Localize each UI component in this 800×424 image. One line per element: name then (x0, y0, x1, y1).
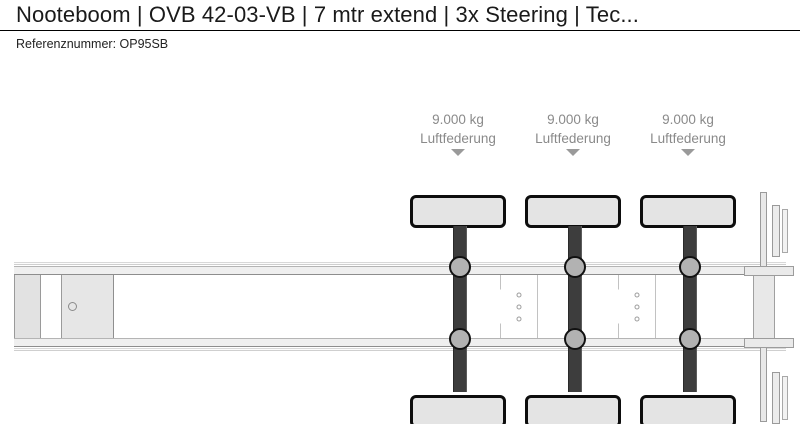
axle-shaft-lower-2 (568, 342, 582, 392)
axle-annotation-group: 9.000 kg Luftfederung 9.000 kg Luftfeder… (0, 110, 800, 170)
axle-capacity-1: 9.000 kg (432, 112, 484, 127)
rear-lamp-bracket-top (772, 205, 780, 257)
cross-member-left (500, 275, 538, 338)
axle-hub-upper-2 (564, 256, 586, 278)
axle-assembly-1 (408, 190, 508, 424)
axle-suspension-1: Luftfederung (420, 131, 496, 146)
tire-left-3 (640, 195, 736, 228)
axle-suspension-2: Luftfederung (535, 131, 611, 146)
axle-shaft-lower-3 (683, 342, 697, 392)
bolt-dot (634, 304, 640, 309)
axle-hub-upper-1 (449, 256, 471, 278)
axle-assembly-2 (523, 190, 623, 424)
bolt-dot (516, 304, 522, 309)
bolt-dot (516, 292, 522, 297)
axle-suspension-3: Luftfederung (650, 131, 726, 146)
bolt-dot (516, 316, 522, 321)
triangle-down-icon (681, 149, 695, 156)
trailer-deck (114, 274, 786, 338)
rear-lamp-bottom (782, 376, 788, 420)
rear-lamp-bracket-bottom (772, 372, 780, 424)
axle-shaft-mid-2 (568, 272, 582, 346)
rear-cross-beam-bottom (744, 338, 794, 348)
rear-center-beam (753, 275, 775, 339)
rear-frame-post-lower (760, 344, 767, 422)
axle-shaft-lower-1 (453, 342, 467, 392)
chassis-rail-top (14, 266, 786, 275)
tire-right-1 (410, 395, 506, 424)
listing-header: Nooteboom | OVB 42-03-VB | 7 mtr extend … (0, 0, 800, 31)
axle-hub-lower-1 (449, 328, 471, 350)
kingpin-circle (68, 302, 77, 311)
axle-annotation-1: 9.000 kg Luftfederung (393, 110, 523, 156)
rear-lamp-top (782, 209, 788, 253)
axle-shaft-mid-3 (683, 272, 697, 346)
chassis-skin-top (14, 262, 786, 265)
axle-hub-upper-3 (679, 256, 701, 278)
reference-number: Referenznummer: OP95SB (16, 37, 169, 51)
page-title: Nooteboom | OVB 42-03-VB | 7 mtr extend … (16, 2, 639, 27)
rear-cross-beam-top (744, 266, 794, 276)
axle-annotation-2: 9.000 kg Luftfederung (508, 110, 638, 156)
axle-capacity-3: 9.000 kg (662, 112, 714, 127)
bolt-dots-group (634, 292, 640, 321)
triangle-down-icon (451, 149, 465, 156)
tire-left-2 (525, 195, 621, 228)
tire-right-2 (525, 395, 621, 424)
tire-right-3 (640, 395, 736, 424)
axle-shaft-mid-1 (453, 272, 467, 346)
axle-assembly-3 (638, 190, 738, 424)
gooseneck-gap (40, 274, 62, 338)
axle-hub-lower-2 (564, 328, 586, 350)
chassis-rail-bottom (14, 338, 786, 347)
bolt-dot (634, 316, 640, 321)
triangle-down-icon (566, 149, 580, 156)
cross-member-right (618, 275, 656, 338)
axle-hub-lower-3 (679, 328, 701, 350)
axle-annotation-3: 9.000 kg Luftfederung (623, 110, 753, 156)
tire-left-1 (410, 195, 506, 228)
axle-capacity-2: 9.000 kg (547, 112, 599, 127)
bolt-dot (634, 292, 640, 297)
chassis-skin-bottom (14, 348, 786, 351)
bolt-dots-group (516, 292, 522, 321)
